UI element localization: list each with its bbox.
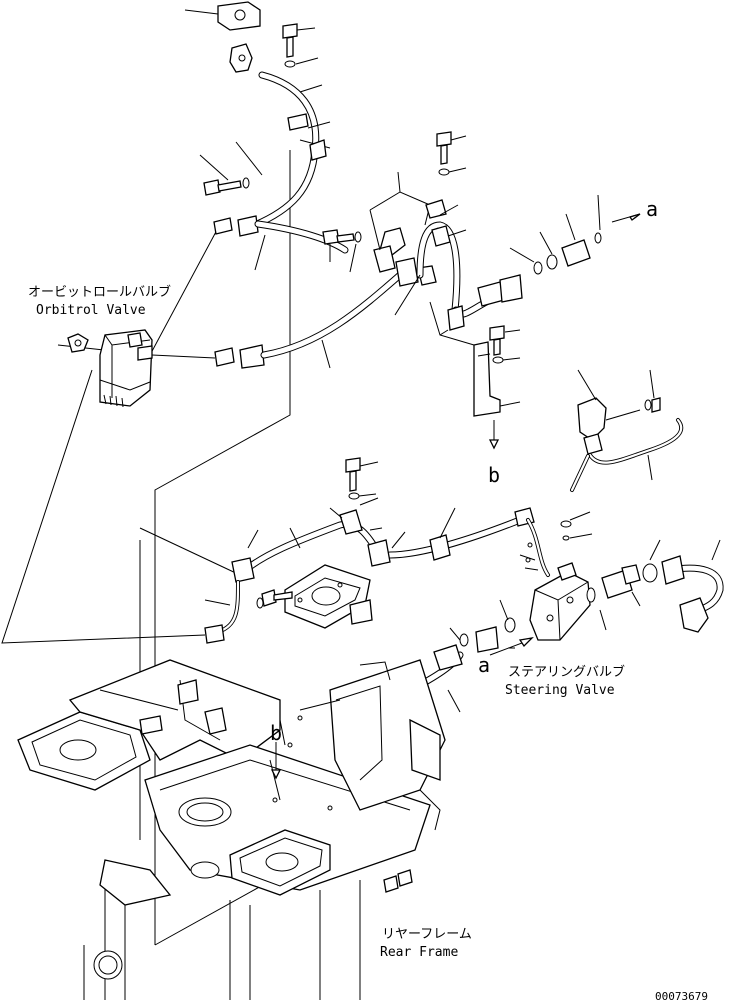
ref-b-arrow-bottom: [270, 742, 282, 780]
fitting-chain-ref-a: [509, 194, 641, 275]
rear-frame-label-en: Rear Frame: [380, 945, 458, 960]
orbitrol-valve: [99, 329, 153, 408]
lower-bolt: [345, 457, 379, 500]
rear-frame-label-jp: リヤーフレーム: [382, 927, 472, 942]
valve-mount-plate: [284, 564, 373, 629]
elbow-fitting-right: [577, 369, 641, 455]
bolt-top: [282, 23, 319, 68]
orbitrol-label-jp: オービットロールバルブ: [28, 284, 171, 300]
ref-label-a-top: a: [646, 197, 658, 221]
lower-steering-tube: [519, 518, 550, 577]
steering-label-en: Steering Valve: [505, 683, 615, 698]
small-plug-right: [644, 369, 661, 413]
hose-middle-upper: [254, 220, 349, 271]
hose-to-ref-a: [439, 274, 523, 336]
steering-lower-fittings: [449, 599, 516, 653]
hose-orbitrol-lower: [151, 271, 404, 369]
steering-side-fittings: [586, 539, 661, 631]
steering-right-hose: [661, 539, 724, 633]
tube-right: [570, 418, 684, 492]
lower-left-tube: [204, 580, 240, 644]
ref-label-a-bottom: a: [478, 653, 490, 677]
bracket-ref-b: [394, 274, 521, 450]
plate-bolt: [256, 589, 293, 609]
bolt-left-upper: [199, 141, 263, 196]
lower-long-hose: [231, 497, 535, 583]
ref-label-b-bottom: b: [270, 721, 282, 745]
steering-label-jp: ステアリングバルブ: [508, 664, 625, 680]
steering-valve: [529, 511, 593, 641]
hose-orbitrol-top: [251, 71, 331, 229]
orbitrol-label-en: Orbitrol Valve: [36, 303, 146, 318]
drawing-number: 00073679: [655, 990, 708, 1003]
rear-frame: [17, 659, 446, 1000]
bolt-mid-left: [322, 229, 362, 273]
orbitrol-port-block: [184, 1, 261, 31]
ref-a-arrow-bottom: [489, 637, 534, 656]
elbow-fitting-top: [229, 43, 253, 73]
orbitrol-plug-fitting: [67, 333, 89, 353]
ref-label-b-top: b: [488, 463, 500, 487]
fitting-left-hose: [213, 215, 259, 237]
hose-upper-right: [416, 199, 467, 314]
bolt-upper-right: [436, 131, 467, 176]
